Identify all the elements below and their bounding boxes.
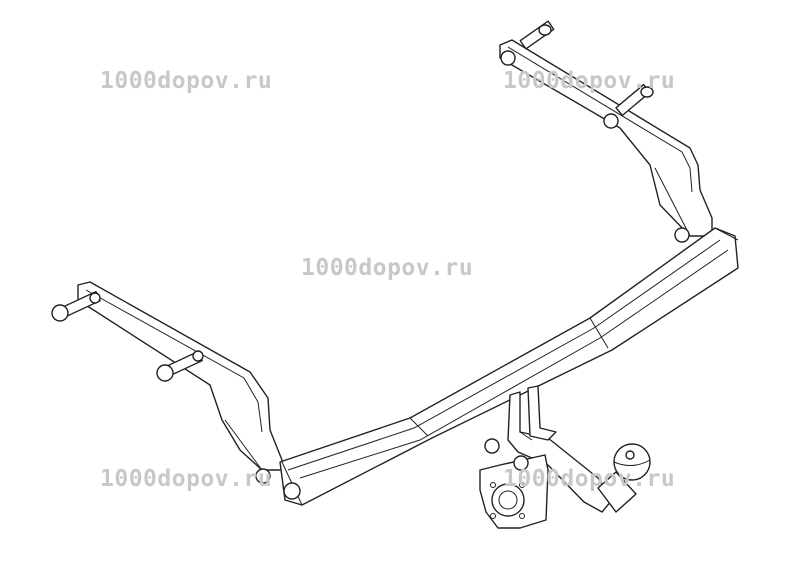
left-upper-bolt xyxy=(51,290,101,322)
tow-hitch-arm xyxy=(507,385,613,513)
socket-mounting-plate xyxy=(479,438,549,529)
main-crossbeam xyxy=(279,227,739,506)
watermark-bottom-right: 1000dopov.ru xyxy=(503,466,676,492)
beam-end-bolts xyxy=(255,227,690,500)
left-mounting-bracket xyxy=(77,281,283,471)
watermark-bottom-left: 1000dopov.ru xyxy=(100,466,273,492)
watermark-center: 1000dopov.ru xyxy=(301,255,474,281)
watermark-top-right: 1000dopov.ru xyxy=(503,68,676,94)
right-lower-bolt xyxy=(603,83,654,129)
tow-ball xyxy=(597,443,651,513)
watermark-top-left: 1000dopov.ru xyxy=(100,68,273,94)
left-lower-bolt xyxy=(156,350,204,382)
right-upper-bolt xyxy=(500,20,555,66)
